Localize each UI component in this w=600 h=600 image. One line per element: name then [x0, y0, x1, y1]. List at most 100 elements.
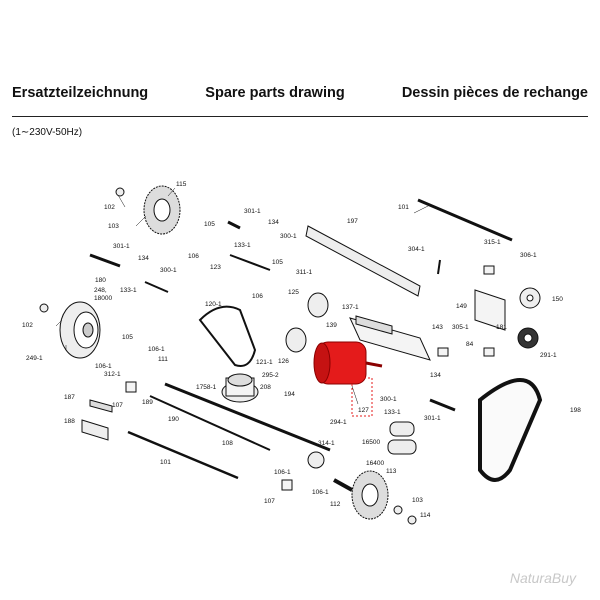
label-198: 198	[570, 407, 581, 414]
label-133-1: 133-1	[120, 287, 137, 294]
leader-lines	[55, 187, 431, 405]
label-84: 84	[466, 341, 474, 348]
label-101: 101	[398, 204, 409, 211]
screw-301-1-right	[429, 398, 456, 412]
label-134: 134	[268, 219, 279, 226]
gearbox-208	[221, 373, 259, 403]
block-107-top	[125, 381, 137, 393]
label-301-1: 301-1	[244, 208, 261, 215]
label-106-1: 106-1	[312, 489, 329, 496]
label-106-1: 106-1	[274, 469, 291, 476]
label-125: 125	[288, 289, 299, 296]
label-111: 111	[158, 356, 168, 363]
label-187: 187	[64, 394, 75, 401]
pulley-249-1	[59, 301, 101, 359]
label-314-1: 314-1	[318, 440, 335, 447]
label-305-1: 305-1	[452, 324, 469, 331]
motor-127-highlighted	[313, 341, 383, 385]
capacitor-16400	[387, 439, 417, 455]
capacitor-16500	[389, 421, 415, 437]
block-143	[437, 347, 449, 357]
label-295-2: 295-2	[262, 372, 279, 379]
plate-139	[349, 317, 431, 361]
label-301-1: 301-1	[424, 415, 441, 422]
rod-101-top	[417, 198, 513, 242]
screw-301-1-left	[89, 253, 121, 268]
nut-102-left	[39, 303, 49, 313]
rod-101-bottom	[127, 430, 239, 480]
label-291-1: 291-1	[540, 352, 557, 359]
label-126: 126	[278, 358, 289, 365]
label-194: 194	[284, 391, 295, 398]
label-16500: 16500	[362, 439, 380, 446]
label-106: 106	[252, 293, 263, 300]
label-312-1: 312-1	[104, 371, 121, 378]
screw-301-1-top	[227, 220, 241, 230]
gear-103-top	[143, 185, 181, 235]
nut-103-bottom	[393, 505, 403, 515]
label-106-1: 106-1	[95, 363, 112, 370]
label-306-1: 306-1	[520, 252, 537, 259]
label-101: 101	[160, 459, 171, 466]
page-header: Ersatzteilzeichnung Spare parts drawing …	[0, 0, 600, 150]
voltage-note: (1∼230V-50Hz)	[12, 127, 83, 138]
label-248: 248,	[94, 287, 107, 294]
shaft-108	[149, 395, 271, 451]
label-115: 115	[176, 181, 187, 188]
label-103: 103	[108, 223, 119, 230]
bearing-125	[307, 292, 329, 318]
label-300-1: 300-1	[380, 396, 397, 403]
label-300-1: 300-1	[160, 267, 177, 274]
gear-291-1	[517, 327, 539, 349]
label-134: 134	[430, 372, 441, 379]
plate-187	[89, 399, 113, 413]
label-180: 180	[95, 277, 106, 284]
plate-137-1	[355, 315, 393, 335]
wheel-150	[519, 287, 541, 309]
block-315-1	[483, 265, 495, 275]
block-181	[483, 347, 495, 357]
label-127: 127	[358, 407, 369, 414]
label-150: 150	[552, 296, 563, 303]
label-106: 106	[188, 253, 199, 260]
label-249-1: 249-1	[26, 355, 43, 362]
pin-304-1	[437, 259, 441, 275]
block-107-bottom	[281, 479, 293, 491]
label-137-1: 137-1	[342, 304, 359, 311]
label-311-1: 311-1	[296, 269, 313, 276]
nut-114	[407, 515, 417, 525]
label-107: 107	[264, 498, 275, 505]
label-120-1: 120-1	[205, 301, 222, 308]
label-114: 114	[420, 512, 431, 519]
belt-120-1	[198, 305, 257, 367]
label-112: 112	[330, 501, 341, 508]
title-german: Ersatzteilzeichnung	[12, 85, 149, 101]
watermark-logo: NaturaBuy	[509, 570, 576, 586]
bearing-126	[285, 327, 307, 353]
washer-314-1	[307, 451, 325, 469]
title-row: Ersatzteilzeichnung Spare parts drawing …	[12, 85, 588, 101]
label-315-1: 315-1	[484, 239, 501, 246]
label-139: 139	[326, 322, 337, 329]
label-1758-1: 1758-1	[196, 384, 217, 391]
header-divider	[12, 116, 588, 117]
label-134: 134	[138, 255, 149, 262]
label-189: 189	[142, 399, 153, 406]
label-102: 102	[22, 322, 33, 329]
belt-198	[478, 378, 543, 482]
label-107: 107	[112, 402, 123, 409]
label-121-1: 121-1	[256, 359, 273, 366]
label-188: 188	[64, 418, 75, 425]
label-105: 105	[204, 221, 215, 228]
label-133-1: 133-1	[384, 409, 401, 416]
label-143: 143	[432, 324, 443, 331]
label-300-1: 300-1	[280, 233, 297, 240]
screw-133-1	[144, 281, 169, 293]
title-french: Dessin pièces de rechange	[401, 85, 588, 101]
label-294-1: 294-1	[330, 419, 347, 426]
nut-102-top	[115, 187, 125, 197]
label-301-1: 301-1	[113, 243, 130, 250]
label-149: 149	[456, 303, 467, 310]
part-labels: 115 102 103 301-1 134 105 133-1 300-1 10…	[22, 181, 581, 519]
